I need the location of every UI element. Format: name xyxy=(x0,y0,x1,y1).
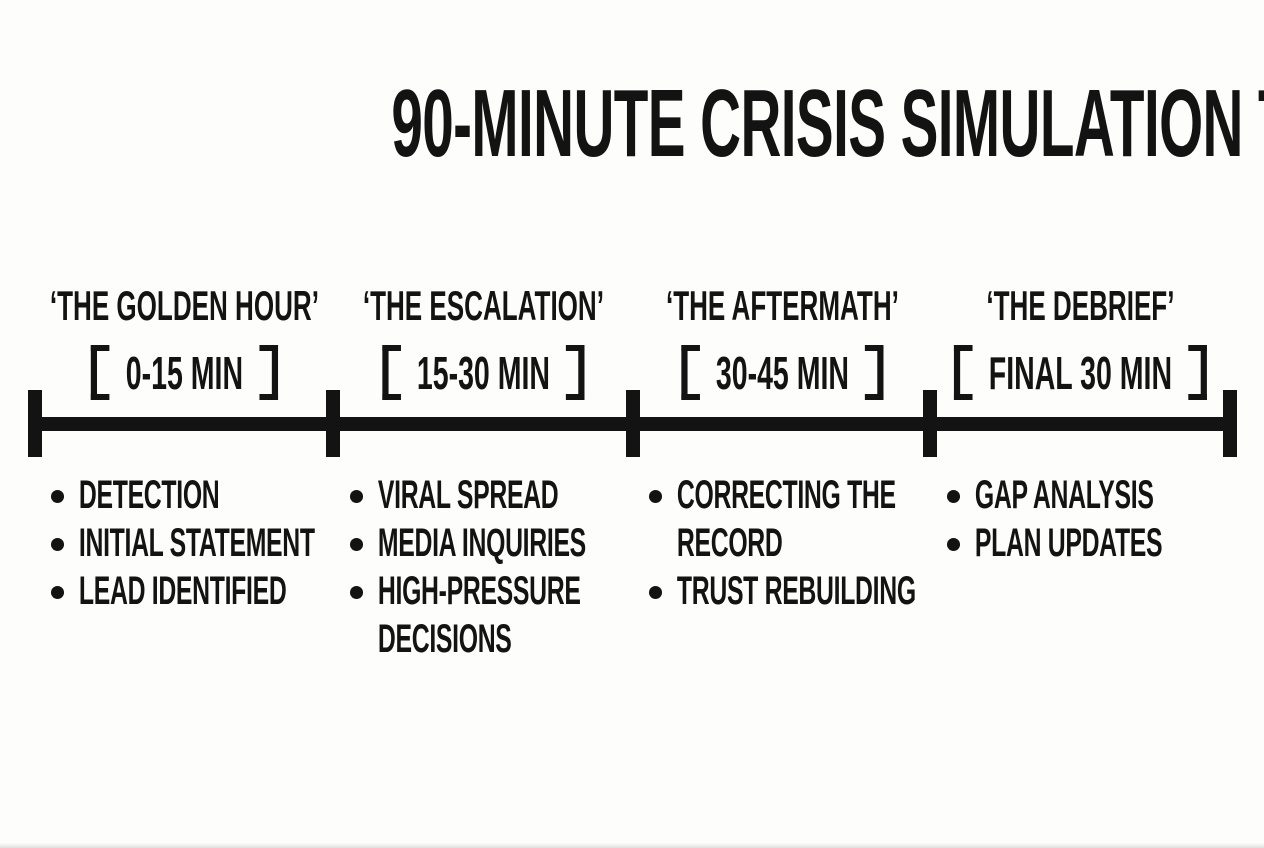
bullet-text: HIGH-PRESSURE DECISIONS xyxy=(377,569,581,661)
phase-4-header: ‘THE DEBRIEF’ FINAL 30 MIN xyxy=(931,283,1230,400)
bullet-dot-icon xyxy=(947,490,961,503)
bullet-dot-icon xyxy=(349,490,363,503)
bullet-dot-icon xyxy=(648,586,662,599)
bullet-text: INITIAL STATEMENT xyxy=(78,521,315,565)
bullet-text: LEAD IDENTIFIED xyxy=(78,569,287,613)
bullet-text: CORRECTING THE RECORD xyxy=(676,473,896,565)
phase-2-bullets: VIRAL SPREAD MEDIA INQUIRIES HIGH-PRESSU… xyxy=(334,471,633,663)
timeline-tick xyxy=(626,390,640,457)
bullet-dot-icon xyxy=(51,586,65,599)
bullet-item: MEDIA INQUIRIES xyxy=(349,519,633,567)
phase-1-header: ‘THE GOLDEN HOUR’ 0-15 MIN xyxy=(35,283,334,400)
phase-3-bullets: CORRECTING THE RECORD TRUST REBUILDING xyxy=(633,471,932,663)
phase-time-range: 30-45 MIN xyxy=(633,345,932,400)
phase-name: ‘THE AFTERMATH’ xyxy=(665,282,899,329)
left-bracket-icon xyxy=(91,345,110,400)
phase-time-range: FINAL 30 MIN xyxy=(931,345,1230,400)
left-bracket-icon xyxy=(954,345,973,400)
bullet-item: TRUST REBUILDING xyxy=(648,567,932,615)
timeline-bar xyxy=(35,417,1231,431)
phase-name: ‘THE GOLDEN HOUR’ xyxy=(49,282,319,329)
timeline-tick xyxy=(326,390,340,457)
right-bracket-icon xyxy=(1188,345,1208,400)
bullet-item: GAP ANALYSIS xyxy=(947,471,1230,519)
bullet-dot-icon xyxy=(51,490,65,503)
bullet-item: DETECTION xyxy=(51,471,334,519)
phase-bullets-row: DETECTION INITIAL STATEMENT LEAD IDENTIF… xyxy=(35,471,1230,663)
bullet-item: LEAD IDENTIFIED xyxy=(51,567,334,615)
phase-time: 0-15 MIN xyxy=(125,346,244,399)
bullet-text: PLAN UPDATES xyxy=(975,521,1163,565)
bullet-dot-icon xyxy=(648,490,662,503)
phase-2-header: ‘THE ESCALATION’ 15-30 MIN xyxy=(334,283,633,400)
phase-time-range: 15-30 MIN xyxy=(334,345,633,400)
phase-3-header: ‘THE AFTERMATH’ 30-45 MIN xyxy=(633,283,932,400)
page-title: 90-MINUTE CRISIS SIMULATION TIMELINE xyxy=(0,76,1264,172)
phase-time: 30-45 MIN xyxy=(715,346,849,399)
timeline-tick xyxy=(28,390,42,457)
bullet-dot-icon xyxy=(349,586,363,599)
left-bracket-icon xyxy=(381,345,401,400)
bullet-item: INITIAL STATEMENT xyxy=(51,519,334,567)
bullet-text: VIRAL SPREAD xyxy=(377,473,559,517)
bullet-text: TRUST REBUILDING xyxy=(676,569,916,613)
bullet-item: CORRECTING THE RECORD xyxy=(648,471,932,567)
bullet-item: VIRAL SPREAD xyxy=(349,471,633,519)
phase-name: ‘THE ESCALATION’ xyxy=(362,282,604,329)
bullet-text: GAP ANALYSIS xyxy=(975,473,1154,517)
timeline-tick xyxy=(923,390,937,457)
bullet-text: MEDIA INQUIRIES xyxy=(377,521,586,565)
bullet-item: PLAN UPDATES xyxy=(947,519,1230,567)
phase-name: ‘THE DEBRIEF’ xyxy=(986,282,1175,329)
phase-header-row: ‘THE GOLDEN HOUR’ 0-15 MIN ‘THE ESCALATI… xyxy=(35,283,1230,400)
left-bracket-icon xyxy=(680,345,700,400)
right-bracket-icon xyxy=(864,345,884,400)
bullet-dot-icon xyxy=(947,538,961,551)
phase-4-bullets: GAP ANALYSIS PLAN UPDATES xyxy=(931,471,1230,663)
page-title-text: 90-MINUTE CRISIS SIMULATION TIMELINE xyxy=(391,70,1264,177)
timeline-tick xyxy=(1223,390,1237,457)
phase-time: FINAL 30 MIN xyxy=(989,346,1173,399)
phase-1-bullets: DETECTION INITIAL STATEMENT LEAD IDENTIF… xyxy=(35,471,334,663)
right-bracket-icon xyxy=(259,345,278,400)
right-bracket-icon xyxy=(565,345,585,400)
phase-time-range: 0-15 MIN xyxy=(35,345,334,400)
bullet-item: HIGH-PRESSURE DECISIONS xyxy=(349,567,633,663)
phase-time: 15-30 MIN xyxy=(416,346,550,399)
bullet-dot-icon xyxy=(51,538,65,551)
bullet-dot-icon xyxy=(349,538,363,551)
bullet-text: DETECTION xyxy=(78,473,220,517)
